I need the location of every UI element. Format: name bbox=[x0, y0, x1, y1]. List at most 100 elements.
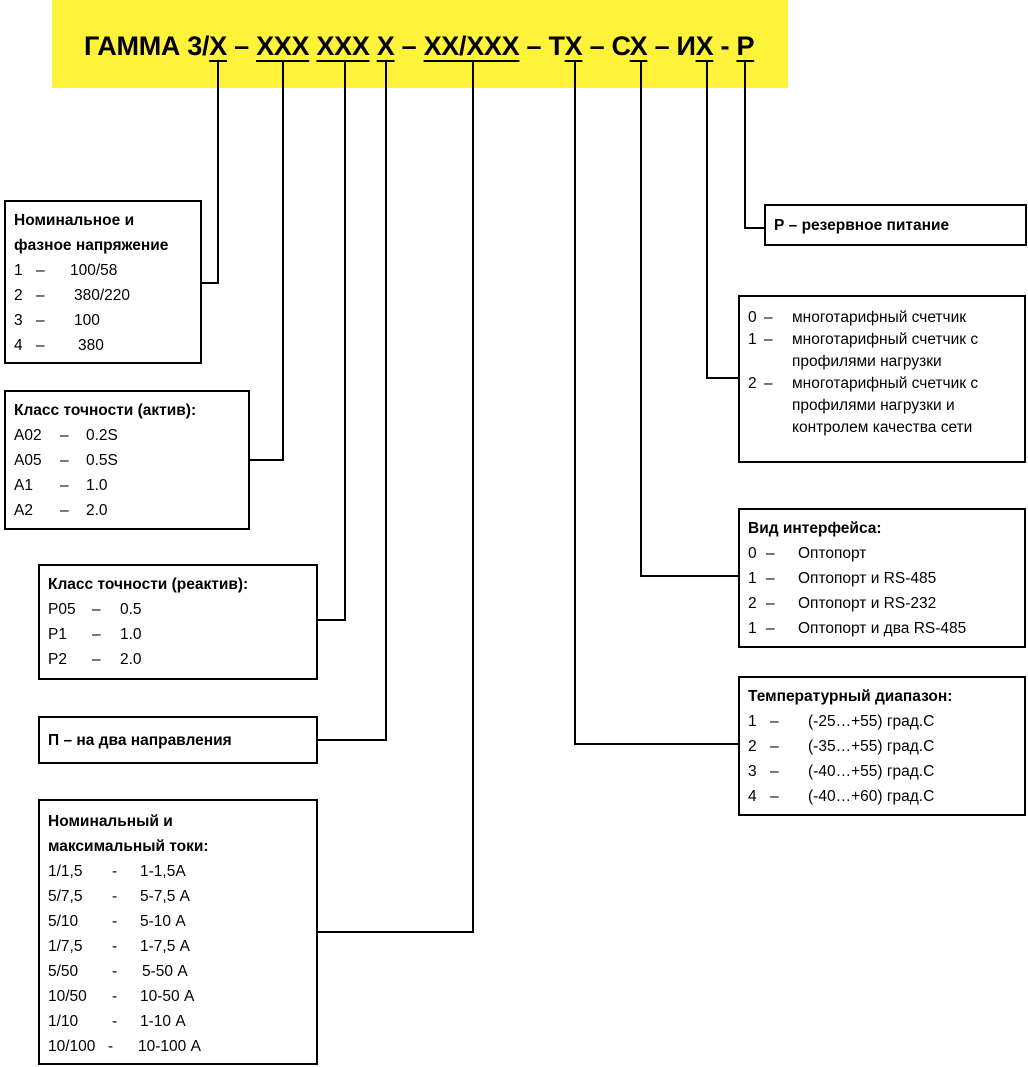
row-value: (-25…+55) град.С bbox=[808, 713, 935, 730]
row-dash: – bbox=[770, 788, 779, 805]
temperature-row: 4– (-40…+60) град.С bbox=[748, 784, 1016, 809]
row-value: (-40…+55) град.С bbox=[808, 763, 935, 780]
row-code: 1 bbox=[748, 713, 757, 730]
currents-title-1: Номинальный и bbox=[48, 813, 173, 830]
row-value: 2.0 bbox=[120, 651, 142, 668]
row-value: 0.2S bbox=[86, 427, 118, 444]
tariff-box: 0–многотарифный счетчик 1–многотарифный … bbox=[738, 295, 1026, 463]
row-value: Оптопорт bbox=[798, 545, 867, 562]
code-sep-i: – И bbox=[647, 31, 696, 61]
row-dash: – bbox=[766, 620, 775, 637]
row-dash: – bbox=[766, 570, 775, 587]
row-dash: – bbox=[36, 312, 45, 329]
code-sep: - bbox=[713, 31, 737, 61]
direction-box: П – на два направления bbox=[38, 716, 318, 764]
row-value: 0.5S bbox=[86, 452, 118, 469]
row-dash: - bbox=[112, 988, 118, 1005]
connector-reserve bbox=[744, 62, 764, 229]
row-code: 1 bbox=[748, 331, 757, 348]
active-row: А05–0.5S bbox=[14, 448, 240, 473]
code-sep: – bbox=[394, 31, 424, 61]
temperature-title: Температурный диапазон: bbox=[748, 688, 953, 705]
row-code: Р2 bbox=[48, 651, 67, 668]
currents-row: 1/10 - 1-10 А bbox=[48, 1009, 308, 1034]
connector-temperature bbox=[574, 62, 738, 745]
currents-row: 5/50-5-50 А bbox=[48, 959, 308, 984]
voltage-title-1: Номинальное и bbox=[14, 212, 135, 229]
row-code: 4 bbox=[14, 337, 23, 354]
row-dash: – bbox=[770, 763, 779, 780]
row-dash: – bbox=[764, 309, 773, 326]
reactive-row: Р05–0.5 bbox=[48, 597, 308, 622]
code-sep: – bbox=[226, 31, 257, 61]
row-code: 1/7,5 bbox=[48, 938, 83, 955]
currents-row: 10/50 - 10-50 А bbox=[48, 984, 308, 1009]
connector-interface bbox=[640, 62, 738, 577]
reserve-label: Р – резервное питание bbox=[774, 217, 950, 234]
interface-title: Вид интерфейса: bbox=[748, 520, 882, 537]
row-code: 3 bbox=[14, 312, 23, 329]
row-code: 2 bbox=[748, 595, 757, 612]
row-value: профилями нагрузки bbox=[792, 353, 942, 370]
row-value: 0.5 bbox=[120, 601, 142, 618]
row-value: (-35…+55) град.С bbox=[808, 738, 935, 755]
currents-row: 5/10-5-10 А bbox=[48, 909, 308, 934]
row-dash: – bbox=[60, 452, 69, 469]
row-dash: - bbox=[112, 888, 118, 905]
row-code: 1 bbox=[14, 262, 23, 279]
interface-row: 2–Оптопорт и RS-232 bbox=[748, 591, 1016, 616]
row-value: 100/58 bbox=[70, 262, 118, 279]
active-row: А02–0.2S bbox=[14, 423, 240, 448]
row-code: 5/10 bbox=[48, 913, 79, 930]
row-dash: – bbox=[766, 595, 775, 612]
row-value: контролем качества сети bbox=[792, 419, 973, 436]
code-direction: Х bbox=[376, 31, 395, 61]
voltage-box: Номинальное и фазное напряжение 1–100/58… bbox=[4, 200, 202, 364]
connector-direction bbox=[316, 62, 387, 741]
row-code: 4 bbox=[748, 788, 757, 805]
active-class-box: Класс точности (актив): А02–0.2S А05–0.5… bbox=[4, 390, 250, 530]
temperature-box: Температурный диапазон: 1 – (-25…+55) град… bbox=[738, 676, 1026, 816]
row-value: 10-50 А bbox=[140, 988, 195, 1005]
row-dash: - bbox=[112, 938, 118, 955]
row-code: 1 bbox=[748, 620, 757, 637]
row-code: 10/50 bbox=[48, 988, 87, 1005]
row-code: 1/10 bbox=[48, 1013, 79, 1030]
row-value: 10-100 А bbox=[138, 1038, 201, 1055]
voltage-row: 2–380/220 bbox=[14, 283, 192, 308]
row-value: 1-10 А bbox=[140, 1013, 186, 1030]
code-prefix: ГАММА 3/ bbox=[84, 31, 210, 61]
row-code: А2 bbox=[14, 502, 33, 519]
row-dash: – bbox=[764, 331, 773, 348]
row-indent bbox=[748, 351, 792, 373]
row-value: 100 bbox=[74, 312, 100, 329]
row-dash: – bbox=[36, 262, 45, 279]
tariff-row: 1– многотарифный счетчик с bbox=[748, 329, 1016, 351]
row-dash: – bbox=[764, 375, 773, 392]
row-value: многотарифный счетчик с bbox=[792, 331, 979, 348]
row-value: многотарифный счетчик bbox=[792, 309, 967, 326]
voltage-row: 1– 100/58 bbox=[14, 258, 192, 283]
active-row: А1–1.0 bbox=[14, 473, 240, 498]
currents-box: Номинальный и максимальный токи: 1/1,5-1… bbox=[38, 799, 318, 1065]
connector-currents bbox=[316, 62, 474, 933]
row-value: 380 bbox=[78, 337, 104, 354]
row-dash: – bbox=[92, 601, 101, 618]
row-value: профилями нагрузки и bbox=[792, 397, 955, 414]
row-value: (-40…+60) град.С bbox=[808, 788, 935, 805]
row-code: 5/7,5 bbox=[48, 888, 83, 905]
row-dash: - bbox=[112, 1013, 118, 1030]
row-value: 380/220 bbox=[74, 287, 131, 304]
code-banner bbox=[52, 0, 788, 88]
interface-box: Вид интерфейса: 0–Оптопорт 1–Оптопорт и … bbox=[738, 508, 1026, 648]
row-code: 0 bbox=[748, 309, 757, 326]
currents-row: 5/7,5-5-7,5 А bbox=[48, 884, 308, 909]
row-value: 2.0 bbox=[86, 502, 108, 519]
row-value: Оптопорт и два RS-485 bbox=[798, 620, 967, 637]
active-row: А2 –2.0 bbox=[14, 498, 240, 523]
code-reactive-class: ХХХ bbox=[316, 31, 370, 61]
row-dash: – bbox=[92, 626, 101, 643]
row-dash: – bbox=[60, 502, 69, 519]
row-dash: – bbox=[766, 545, 775, 562]
